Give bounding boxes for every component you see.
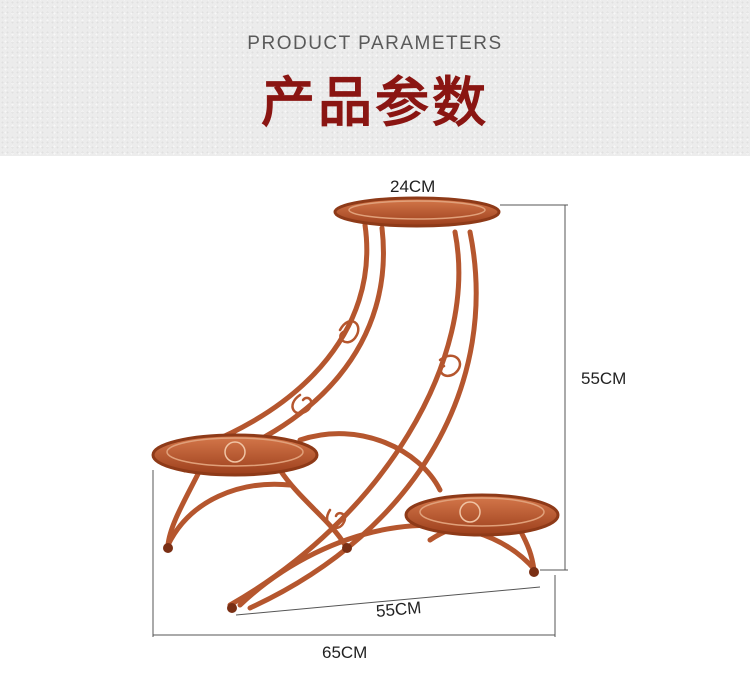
top-diameter-label: 24CM bbox=[390, 177, 436, 196]
parameters-header: PRODUCT PARAMETERS 产品参数 bbox=[0, 0, 750, 156]
header-title-zh: 产品参数 bbox=[261, 71, 489, 134]
depth-label: 55CM bbox=[375, 598, 423, 621]
width-label: 65CM bbox=[322, 643, 368, 662]
header-title-en: PRODUCT PARAMETERS bbox=[247, 33, 503, 54]
height-label: 55CM bbox=[581, 369, 627, 388]
